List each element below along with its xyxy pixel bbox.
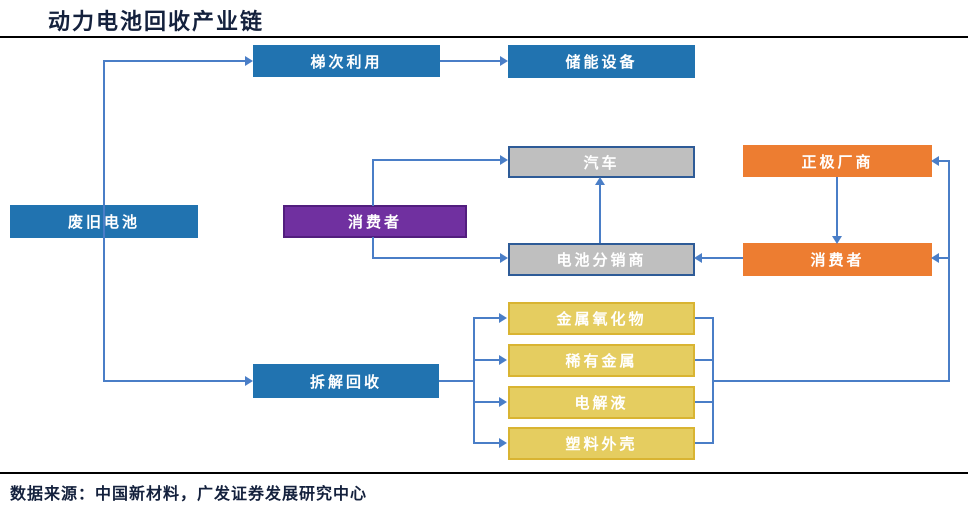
title-underline xyxy=(0,36,968,38)
connector-branch-vertical xyxy=(473,317,475,444)
footer-rule xyxy=(0,472,968,474)
node-consumer-purple: 消费者 xyxy=(283,205,467,238)
node-label: 正极厂商 xyxy=(801,153,874,171)
connector-orange-consumer-to-distributor xyxy=(702,257,743,259)
node-echelon-use: 梯次利用 xyxy=(253,45,440,77)
node-label: 电解液 xyxy=(574,395,629,412)
arrowhead-to-echelon xyxy=(245,56,253,66)
node-consumer-orange: 消费者 xyxy=(743,243,932,276)
node-label: 金属氧化物 xyxy=(556,311,647,328)
data-source-caption: 数据来源：中国新材料，广发证券发展研究中心 xyxy=(10,486,368,503)
node-label: 稀有金属 xyxy=(565,353,638,370)
connector-stub-plastic-shell xyxy=(695,442,714,444)
node-cathode-manufacturer: 正极厂商 xyxy=(743,145,932,177)
arrowhead-left-distributor xyxy=(694,253,702,263)
connector-distributor-to-automobile xyxy=(599,184,601,243)
connector-echelon-to-storage xyxy=(440,60,501,62)
arrowhead-up-automobile xyxy=(595,177,605,185)
node-label: 消费者 xyxy=(810,252,865,269)
node-label: 消费者 xyxy=(347,214,402,231)
connector-consumer-down-vertical xyxy=(372,237,374,259)
node-label: 塑料外壳 xyxy=(565,436,638,453)
connector-stub-electrolyte xyxy=(695,401,714,403)
arrowhead-to-metal-oxide xyxy=(499,313,507,323)
node-label: 拆解回收 xyxy=(309,373,382,391)
node-label: 储能设备 xyxy=(565,54,638,71)
node-battery-distributor: 电池分销商 xyxy=(508,243,695,276)
node-label: 汽车 xyxy=(583,154,620,172)
arrowhead-to-rare-metal xyxy=(499,355,507,365)
arrowhead-to-dismantle xyxy=(245,376,253,386)
node-metal-oxide: 金属氧化物 xyxy=(508,302,695,335)
arrowhead-left-cathode xyxy=(931,156,939,166)
connector-right-vertical xyxy=(948,160,950,382)
connector-stub-metal-oxide xyxy=(695,317,714,319)
arrowhead-to-automobile xyxy=(500,155,508,165)
connector-branch-electrolyte xyxy=(473,401,501,403)
connector-into-cathode xyxy=(939,160,950,162)
node-rare-metal: 稀有金属 xyxy=(508,344,695,377)
page-title: 动力电池回收产业链 xyxy=(48,9,265,34)
node-label: 电池分销商 xyxy=(556,252,647,269)
connector-consumer-to-distributor xyxy=(372,257,501,259)
arrowhead-left-orange-consumer xyxy=(931,253,939,263)
connector-consumer-up-vertical xyxy=(372,159,374,206)
arrowhead-to-distributor xyxy=(500,253,508,263)
arrowhead-down-consumer xyxy=(832,236,842,244)
node-label: 梯次利用 xyxy=(310,53,383,71)
connector-into-orange-consumer xyxy=(939,257,950,259)
arrowhead-to-electrolyte xyxy=(499,397,507,407)
node-automobile: 汽车 xyxy=(508,146,695,178)
connector-branch-rare-metal xyxy=(473,359,501,361)
connector-trunk-left-vertical xyxy=(103,60,105,382)
connector-branch-metal-oxide xyxy=(473,317,501,319)
arrowhead-to-plastic-shell xyxy=(499,438,507,448)
connector-consumer-to-automobile xyxy=(372,159,501,161)
connector-dismantle-out xyxy=(439,380,475,382)
connector-to-echelon xyxy=(103,60,246,62)
connector-stub-rare-metal xyxy=(695,359,714,361)
connector-branch-plastic-shell xyxy=(473,442,501,444)
connector-cathode-to-consumer xyxy=(836,177,838,237)
connector-collector-right xyxy=(712,380,950,382)
node-electrolyte: 电解液 xyxy=(508,386,695,419)
node-label: 废旧电池 xyxy=(68,211,140,232)
arrowhead-to-storage xyxy=(500,56,508,66)
node-energy-storage: 储能设备 xyxy=(508,45,695,78)
node-plastic-shell: 塑料外壳 xyxy=(508,427,695,460)
node-dismantle-recycle: 拆解回收 xyxy=(253,364,439,398)
connector-to-dismantle xyxy=(103,380,246,382)
